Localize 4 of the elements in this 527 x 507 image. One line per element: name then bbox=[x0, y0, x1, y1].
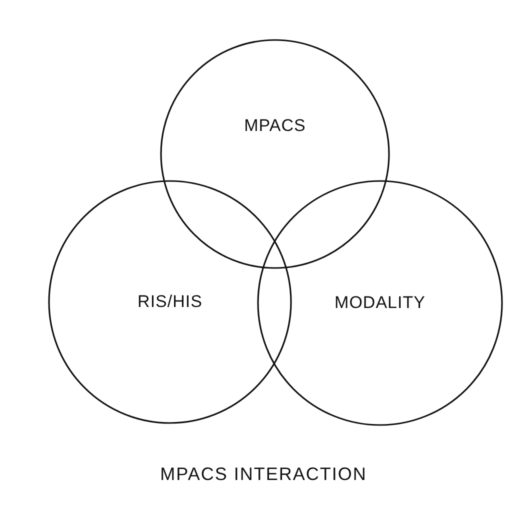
circle-label: MODALITY bbox=[334, 293, 426, 313]
diagram-caption: MPACS INTERACTION bbox=[159, 464, 368, 485]
circle-label: RIS/HIS bbox=[136, 292, 204, 312]
circle-label: MPACS bbox=[243, 116, 307, 136]
